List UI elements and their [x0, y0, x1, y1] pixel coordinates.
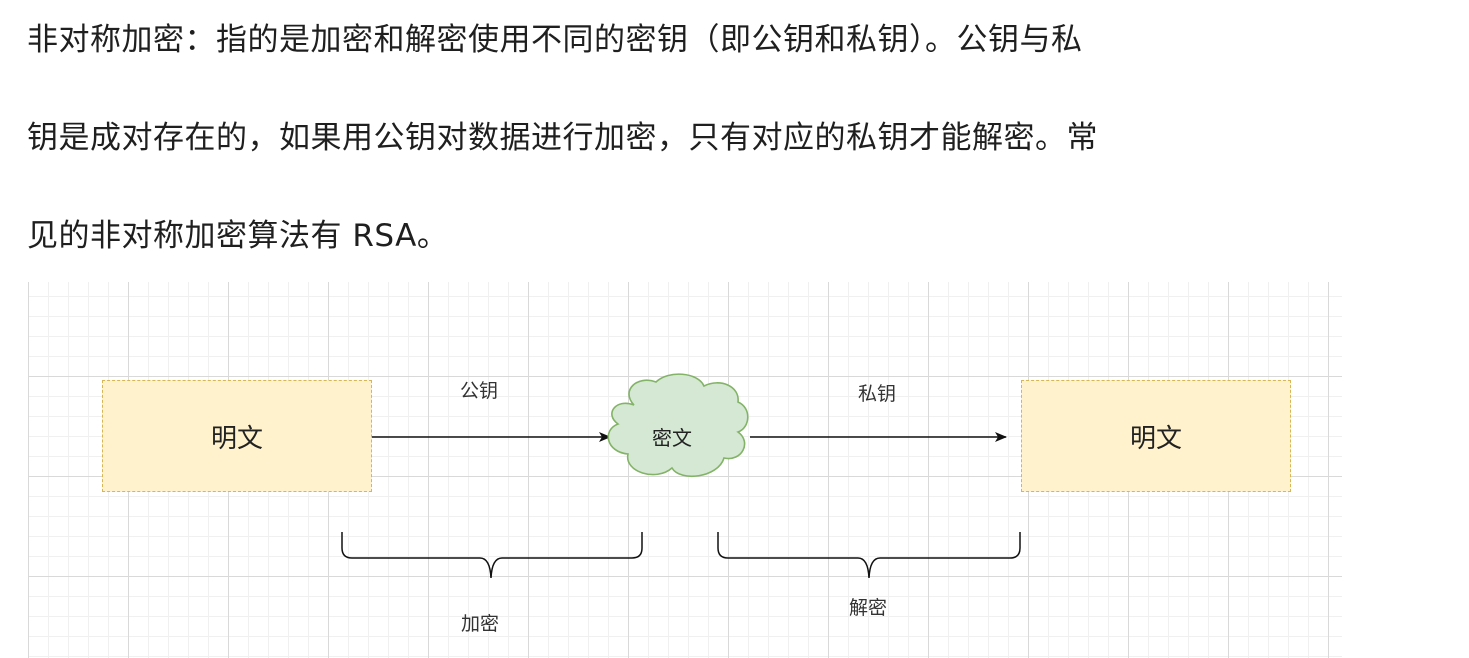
paragraph-line-1: 非对称加密：指的是加密和解密使用不同的密钥（即公钥和私钥）。公钥与私	[27, 22, 1083, 58]
encryption-diagram: 明文 明文 密文 公钥 私钥 加密 解密	[28, 282, 1342, 658]
encrypt-brace	[341, 532, 643, 579]
public-key-label: 公钥	[460, 380, 499, 402]
plaintext-right-label: 明文	[1129, 423, 1182, 454]
diagram-connectors	[341, 373, 1021, 579]
decrypt-label: 解密	[849, 597, 888, 619]
plaintext-box-right: 明文	[1021, 380, 1291, 492]
plaintext-left-label: 明文	[210, 423, 263, 454]
paragraph-line-3: 见的非对称加密算法有 RSA。	[27, 218, 449, 254]
decrypt-brace	[717, 532, 1021, 579]
paragraph-line-2: 钥是成对存在的，如果用公钥对数据进行加密，只有对应的私钥才能解密。常	[27, 120, 1098, 156]
private-key-label: 私钥	[858, 383, 897, 405]
encrypt-label: 加密	[461, 613, 500, 635]
ciphertext-cloud	[607, 373, 749, 477]
ciphertext-label: 密文	[652, 426, 692, 450]
plaintext-box-left: 明文	[102, 380, 372, 492]
